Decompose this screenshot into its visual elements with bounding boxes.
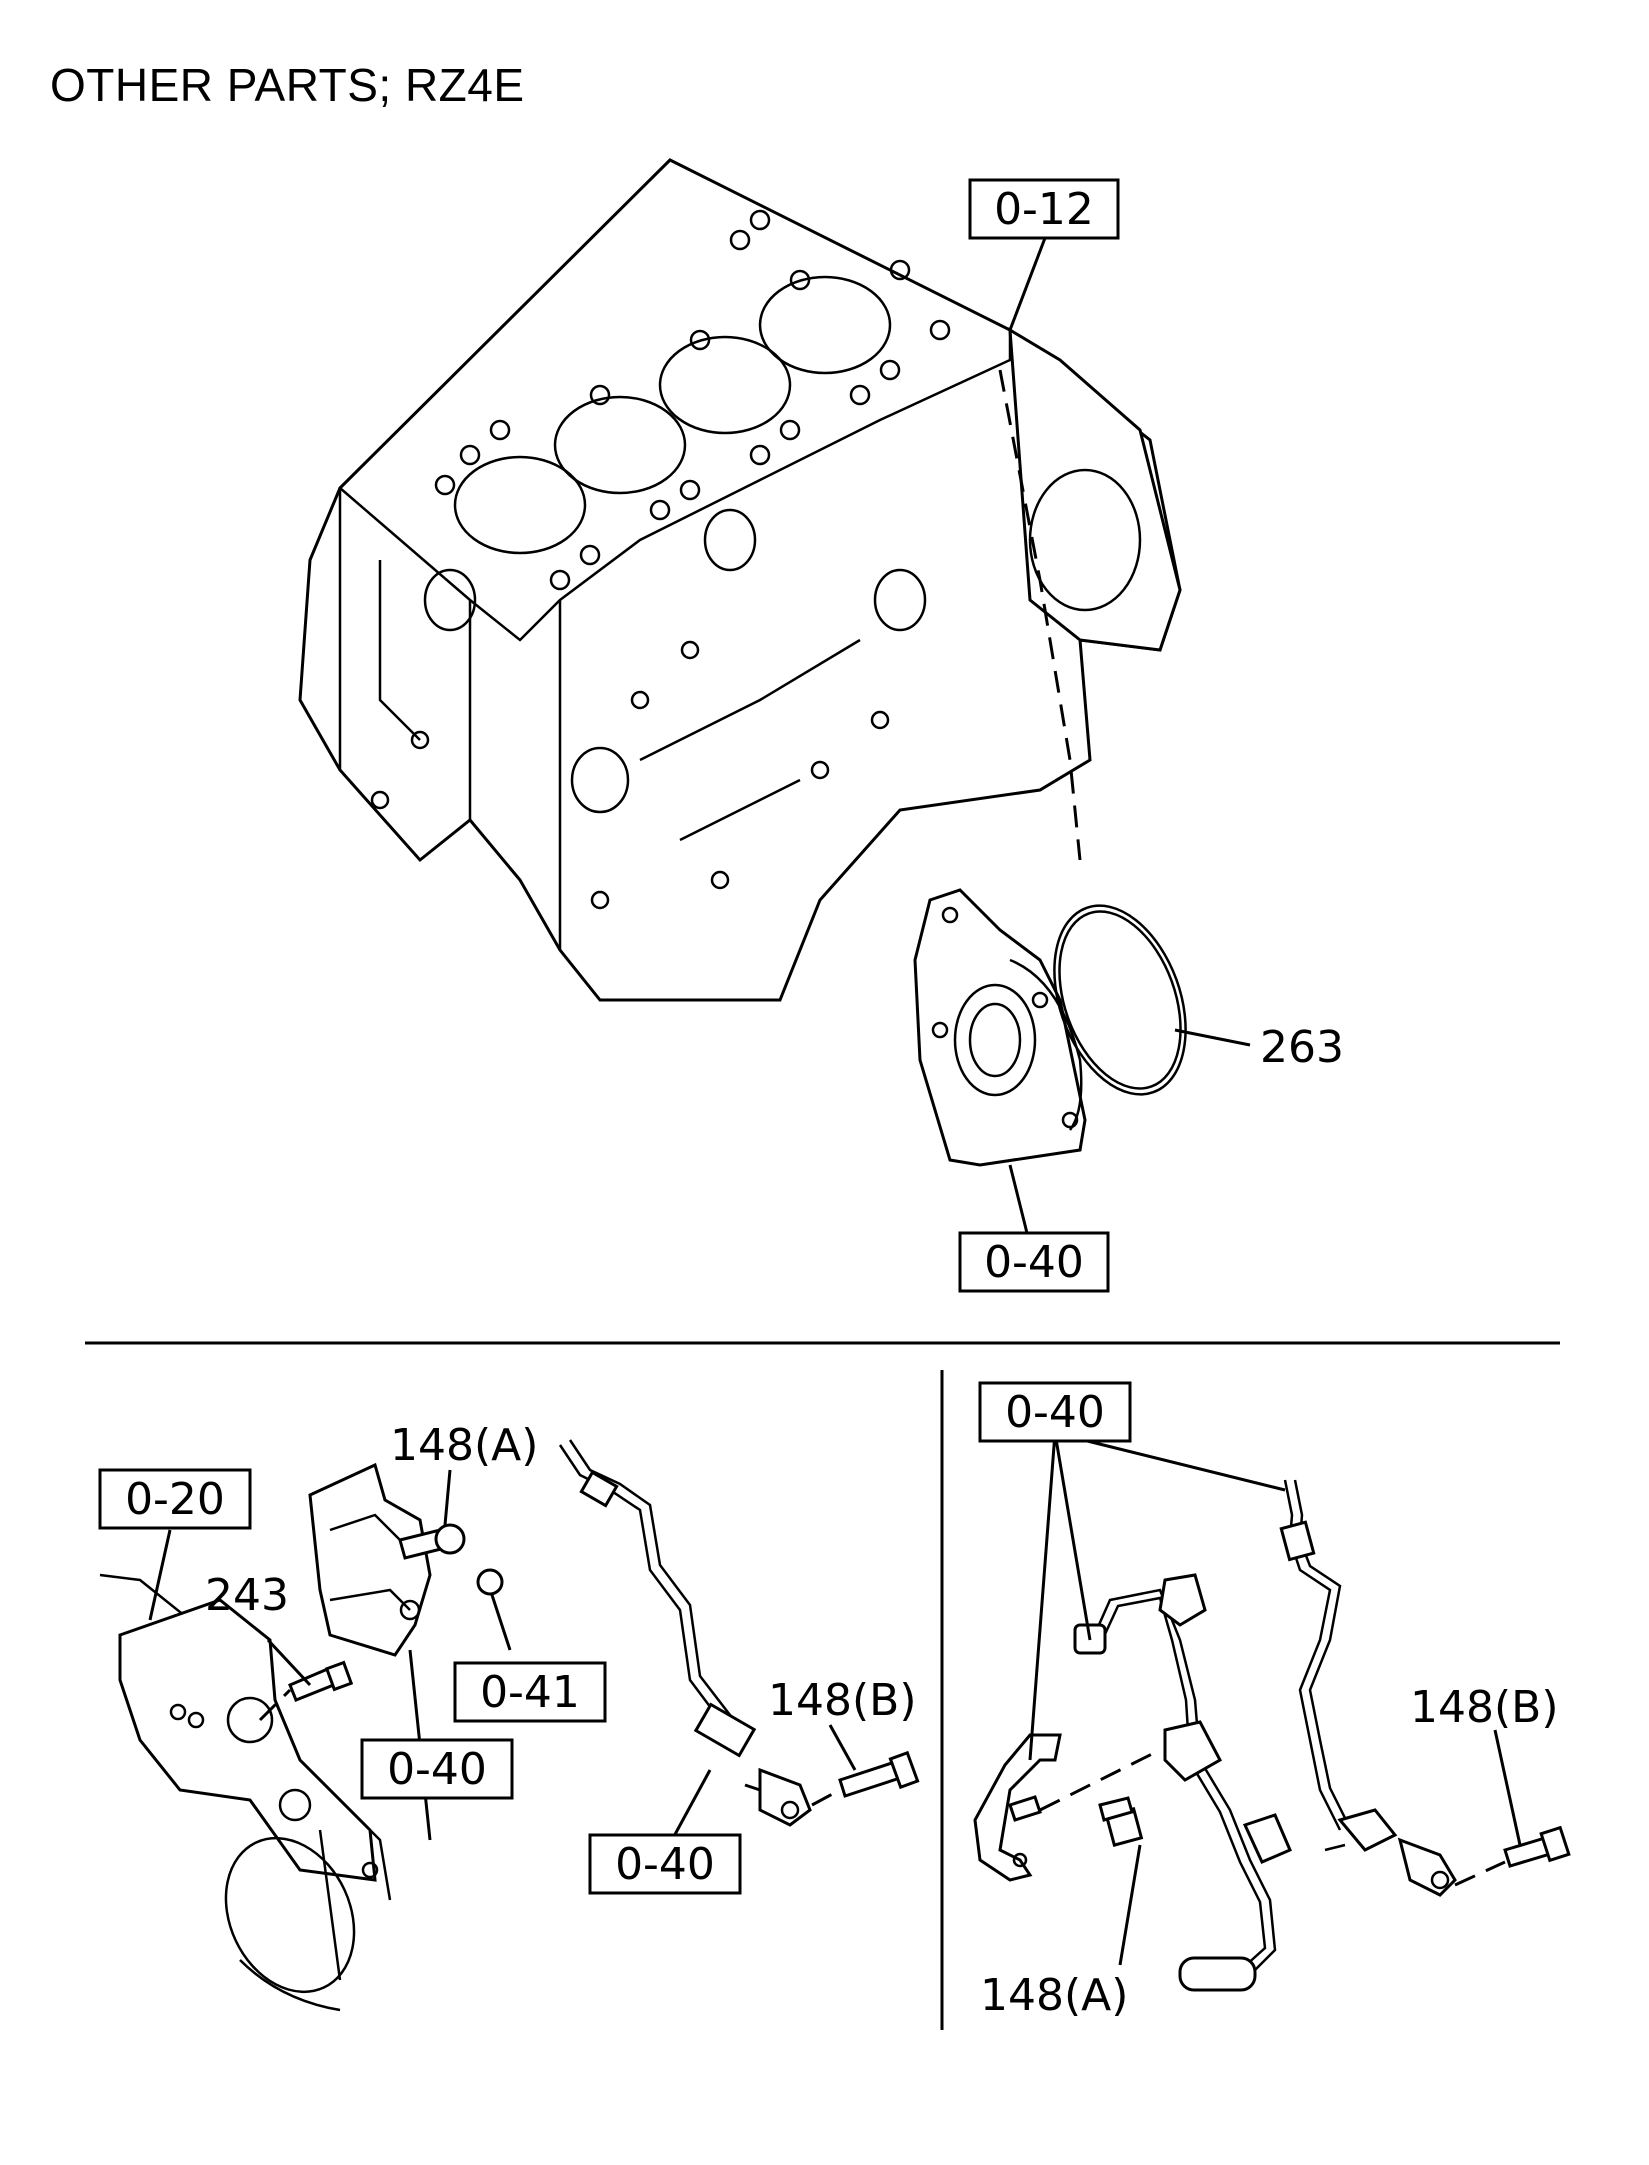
ref-label-oil-seal: 0-40 xyxy=(984,1237,1084,1288)
page-title: OTHER PARTS; RZ4E xyxy=(50,59,525,111)
ref-box-sensor-2[interactable]: 0-40 xyxy=(588,1833,742,1895)
part-number-bolt-a-right[interactable]: 148(A) xyxy=(980,1970,1128,2021)
part-number-stud[interactable]: 243 xyxy=(205,1570,289,1621)
speed-sensor-harness-illustration xyxy=(558,1439,920,1827)
o-ring-illustration xyxy=(1053,904,1187,1096)
ref-box-bracket[interactable]: 0-20 xyxy=(98,1468,252,1530)
ref-label-connector: 0-41 xyxy=(480,1667,580,1718)
part-number-o-ring[interactable]: 263 xyxy=(1260,1022,1344,1073)
part-number-bolt-b-left[interactable]: 148(B) xyxy=(768,1675,917,1726)
part-number-bolt-a-left[interactable]: 148(A) xyxy=(390,1420,538,1471)
ref-label-sensor-2: 0-40 xyxy=(615,1839,715,1890)
ref-label-sensor-1: 0-40 xyxy=(387,1744,487,1795)
ref-label-harness: 0-40 xyxy=(1005,1387,1105,1438)
ref-box-oil-seal[interactable]: 0-40 xyxy=(958,1231,1110,1293)
ref-box-harness[interactable]: 0-40 xyxy=(978,1381,1132,1443)
speed-sensor-bracket-illustration xyxy=(258,1462,504,1722)
rear-oil-seal-retainer xyxy=(913,888,1087,1167)
ref-label-block: 0-12 xyxy=(994,184,1094,235)
ref-label-bracket: 0-20 xyxy=(125,1474,225,1525)
part-number-bolt-b-right[interactable]: 148(B) xyxy=(1410,1682,1559,1733)
ref-box-connector[interactable]: 0-41 xyxy=(453,1661,607,1723)
wiring-harness-illustration xyxy=(973,1479,1571,1992)
cylinder-block-illustration xyxy=(298,158,1182,1002)
ref-box-sensor-1[interactable]: 0-40 xyxy=(360,1738,514,1800)
ref-box-block[interactable]: 0-12 xyxy=(968,178,1120,240)
